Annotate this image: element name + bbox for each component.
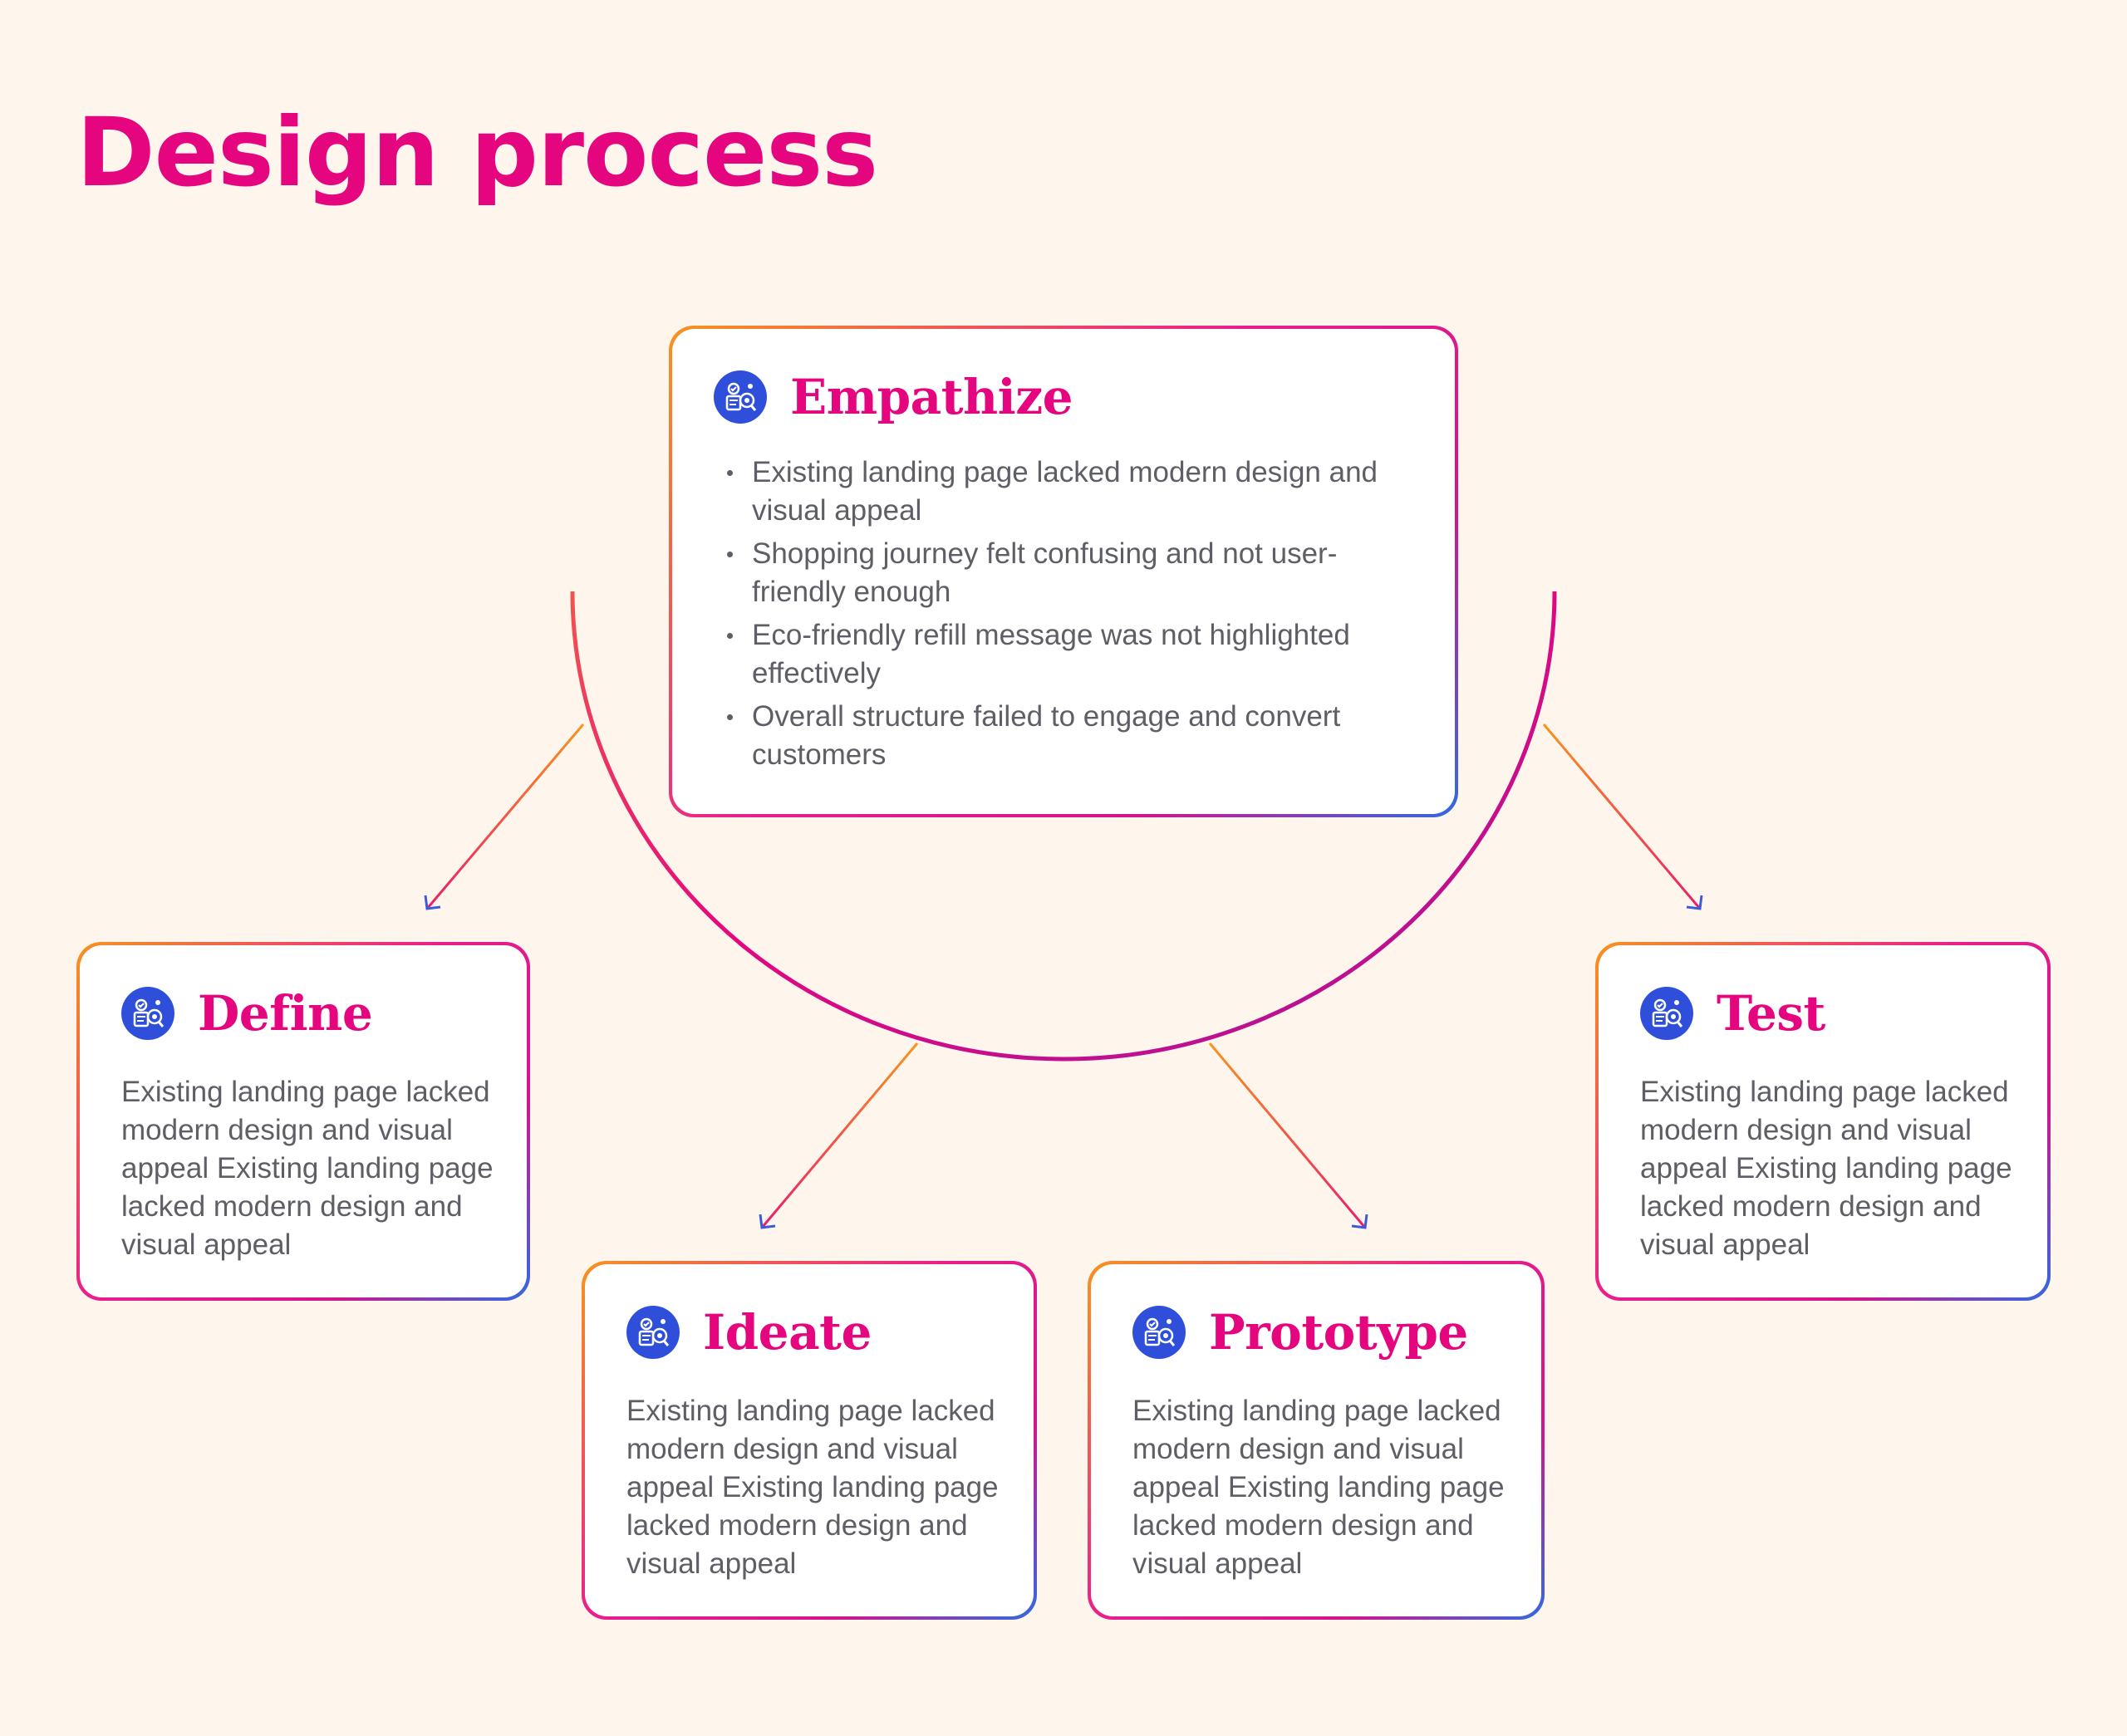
test-card: Test Existing landing page lacked modern…	[1595, 942, 2051, 1301]
list-item: Overall structure failed to engage and c…	[722, 698, 1425, 774]
list-item: Eco-friendly refill message was not high…	[722, 616, 1425, 693]
arrow-to-prototype	[1208, 1042, 1367, 1228]
research-icon	[1640, 987, 1693, 1040]
research-icon	[121, 987, 174, 1040]
empathize-card: Empathize Existing landing page lacked m…	[669, 326, 1458, 817]
research-icon	[714, 370, 767, 424]
define-description: Existing landing page lacked modern desi…	[121, 1076, 494, 1261]
empathize-bullet-list: Existing landing page lacked modern desi…	[714, 454, 1425, 774]
list-item: Existing landing page lacked modern desi…	[722, 454, 1425, 530]
test-description: Existing landing page lacked modern desi…	[1640, 1076, 2012, 1261]
research-icon	[1132, 1306, 1186, 1359]
define-card: Define Existing landing page lacked mode…	[76, 942, 530, 1301]
arrow-to-define	[425, 723, 585, 910]
list-item: Shopping journey felt confusing and not …	[722, 535, 1425, 611]
prototype-description: Existing landing page lacked modern desi…	[1132, 1395, 1505, 1580]
empathize-title: Empathize	[790, 369, 1073, 425]
ideate-description: Existing landing page lacked modern desi…	[626, 1395, 999, 1580]
arrowhead-ideate	[759, 1214, 776, 1229]
arrow-to-ideate	[760, 1042, 919, 1228]
page-title: Design process	[76, 97, 878, 208]
test-title: Test	[1717, 985, 1825, 1042]
arrow-to-test	[1542, 723, 1702, 910]
prototype-title: Prototype	[1209, 1304, 1468, 1361]
ideate-card: Ideate Existing landing page lacked mode…	[582, 1261, 1037, 1620]
arrowhead-define	[424, 895, 441, 910]
define-title: Define	[198, 985, 373, 1042]
arrowhead-test	[1686, 895, 1703, 910]
research-icon	[626, 1306, 680, 1359]
ideate-title: Ideate	[703, 1304, 872, 1361]
arrowhead-prototype	[1351, 1214, 1368, 1229]
prototype-card: Prototype Existing landing page lacked m…	[1088, 1261, 1545, 1620]
